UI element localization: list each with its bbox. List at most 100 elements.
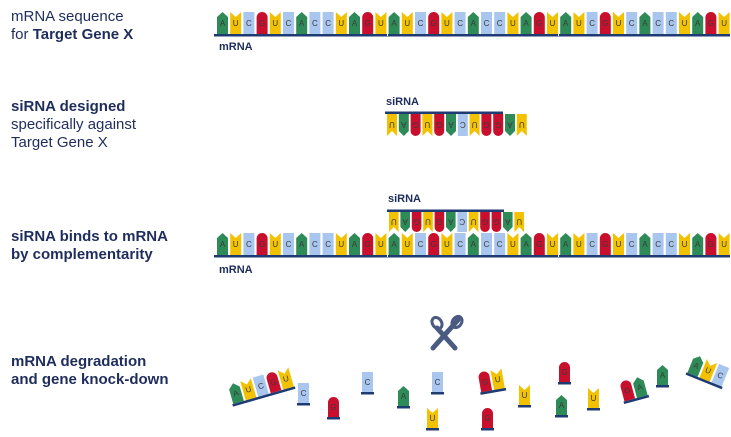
svg-text:A: A: [692, 361, 701, 372]
nucleotide-u: U: [401, 233, 413, 255]
svg-text:C: C: [589, 19, 595, 28]
nucleotide-u: U: [230, 12, 242, 34]
svg-text:U: U: [591, 394, 597, 403]
nucleotide-g: G: [599, 12, 611, 34]
nucleotide-a: A: [229, 383, 244, 404]
svg-text:G: G: [708, 19, 714, 28]
svg-text:U: U: [404, 240, 410, 249]
nucleotide-c: C: [243, 12, 255, 34]
fragment: G: [327, 397, 340, 420]
nucleotide-c: C: [283, 12, 294, 34]
sirna-backbone: [385, 111, 503, 114]
nucleotide-a: A: [296, 233, 308, 255]
fragment: A: [656, 365, 669, 388]
nucleotide-u: U: [613, 233, 624, 255]
nucleotide-u: U: [573, 233, 585, 255]
svg-text:A: A: [400, 120, 406, 129]
nucleotide-u: U: [507, 12, 519, 34]
svg-text:G: G: [436, 217, 442, 226]
label-line: by complementarity: [11, 246, 153, 263]
svg-text:C: C: [668, 19, 674, 28]
nucleotide-g: G: [256, 12, 268, 34]
nucleotide-u: U: [547, 12, 558, 34]
svg-text:G: G: [536, 240, 542, 249]
svg-text:U: U: [550, 19, 556, 28]
nucleotide-g: G: [266, 372, 282, 394]
nucleotide-g: G: [620, 380, 636, 402]
nucleotide-g: G: [533, 12, 545, 34]
nucleotide-c: C: [432, 372, 443, 392]
mrna-backbone: [214, 34, 730, 37]
nucleotide-a: A: [639, 233, 651, 255]
fragment: A: [397, 386, 410, 409]
svg-text:A: A: [695, 19, 701, 28]
nucleotide-g: G: [493, 114, 504, 136]
svg-text:C: C: [435, 378, 441, 387]
nucleotide-u: U: [718, 233, 730, 255]
svg-text:G: G: [365, 240, 371, 249]
svg-text:U: U: [272, 19, 278, 28]
svg-text:G: G: [483, 120, 489, 129]
svg-text:C: C: [629, 240, 635, 249]
label-line: for Target Gene X: [11, 26, 133, 44]
nucleotide-c: C: [626, 233, 638, 255]
label-degradation: mRNA degradation and gene knock-down: [11, 353, 169, 389]
nucleotide-a: A: [560, 12, 572, 34]
nucleotide-c: C: [298, 383, 309, 403]
svg-text:A: A: [504, 217, 510, 226]
nucleotide-g: G: [410, 114, 421, 136]
svg-text:C: C: [246, 240, 252, 249]
svg-text:U: U: [391, 217, 397, 226]
svg-text:G: G: [493, 217, 499, 226]
svg-text:U: U: [389, 120, 395, 129]
nucleotide-a: A: [349, 233, 360, 255]
svg-text:G: G: [259, 19, 265, 28]
svg-text:A: A: [232, 388, 240, 398]
label-line: siRNA binds to mRNA: [11, 228, 168, 245]
nucleotide-u: U: [441, 233, 453, 255]
nucleotide-a: A: [388, 233, 400, 255]
svg-text:A: A: [563, 19, 569, 28]
svg-text:A: A: [523, 19, 529, 28]
svg-text:U: U: [616, 240, 622, 249]
nucleotide-u: U: [573, 12, 585, 34]
nucleotide-u: U: [423, 212, 433, 232]
nucleotide-u: U: [588, 388, 599, 408]
label-line: mRNA degradation: [11, 353, 147, 370]
svg-text:U: U: [682, 240, 688, 249]
nucleotide-u: U: [514, 212, 524, 232]
nucleotide-g: G: [559, 362, 570, 382]
nucleotide-c: C: [243, 233, 255, 255]
nucleotide-u: U: [375, 12, 387, 34]
nucleotide-a: A: [446, 212, 456, 232]
nucleotide-u: U: [718, 12, 730, 34]
svg-text:U: U: [444, 240, 450, 249]
svg-text:G: G: [536, 19, 542, 28]
svg-text:A: A: [559, 401, 565, 410]
nucleotide-a: A: [556, 395, 567, 415]
svg-text:A: A: [660, 371, 666, 380]
nucleotide-a: A: [692, 233, 704, 255]
nucleotide-a: A: [505, 114, 515, 136]
svg-text:C: C: [716, 370, 725, 381]
svg-text:A: A: [299, 240, 305, 249]
svg-text:C: C: [457, 19, 463, 28]
nucleotide-u: U: [699, 359, 718, 382]
nucleotide-c: C: [454, 12, 466, 34]
nucleotide-g: G: [256, 233, 268, 255]
svg-text:C: C: [589, 240, 595, 249]
nucleotide-g: G: [705, 12, 717, 34]
svg-text:C: C: [312, 240, 318, 249]
svg-text:U: U: [404, 19, 410, 28]
nucleotide-c: C: [457, 114, 468, 136]
svg-text:A: A: [401, 392, 407, 401]
fragment: G: [558, 362, 571, 385]
nucleotide-a: A: [296, 12, 308, 34]
nucleotide-u: U: [547, 233, 558, 255]
nucleotide-a: A: [217, 233, 228, 255]
svg-text:U: U: [704, 366, 713, 377]
